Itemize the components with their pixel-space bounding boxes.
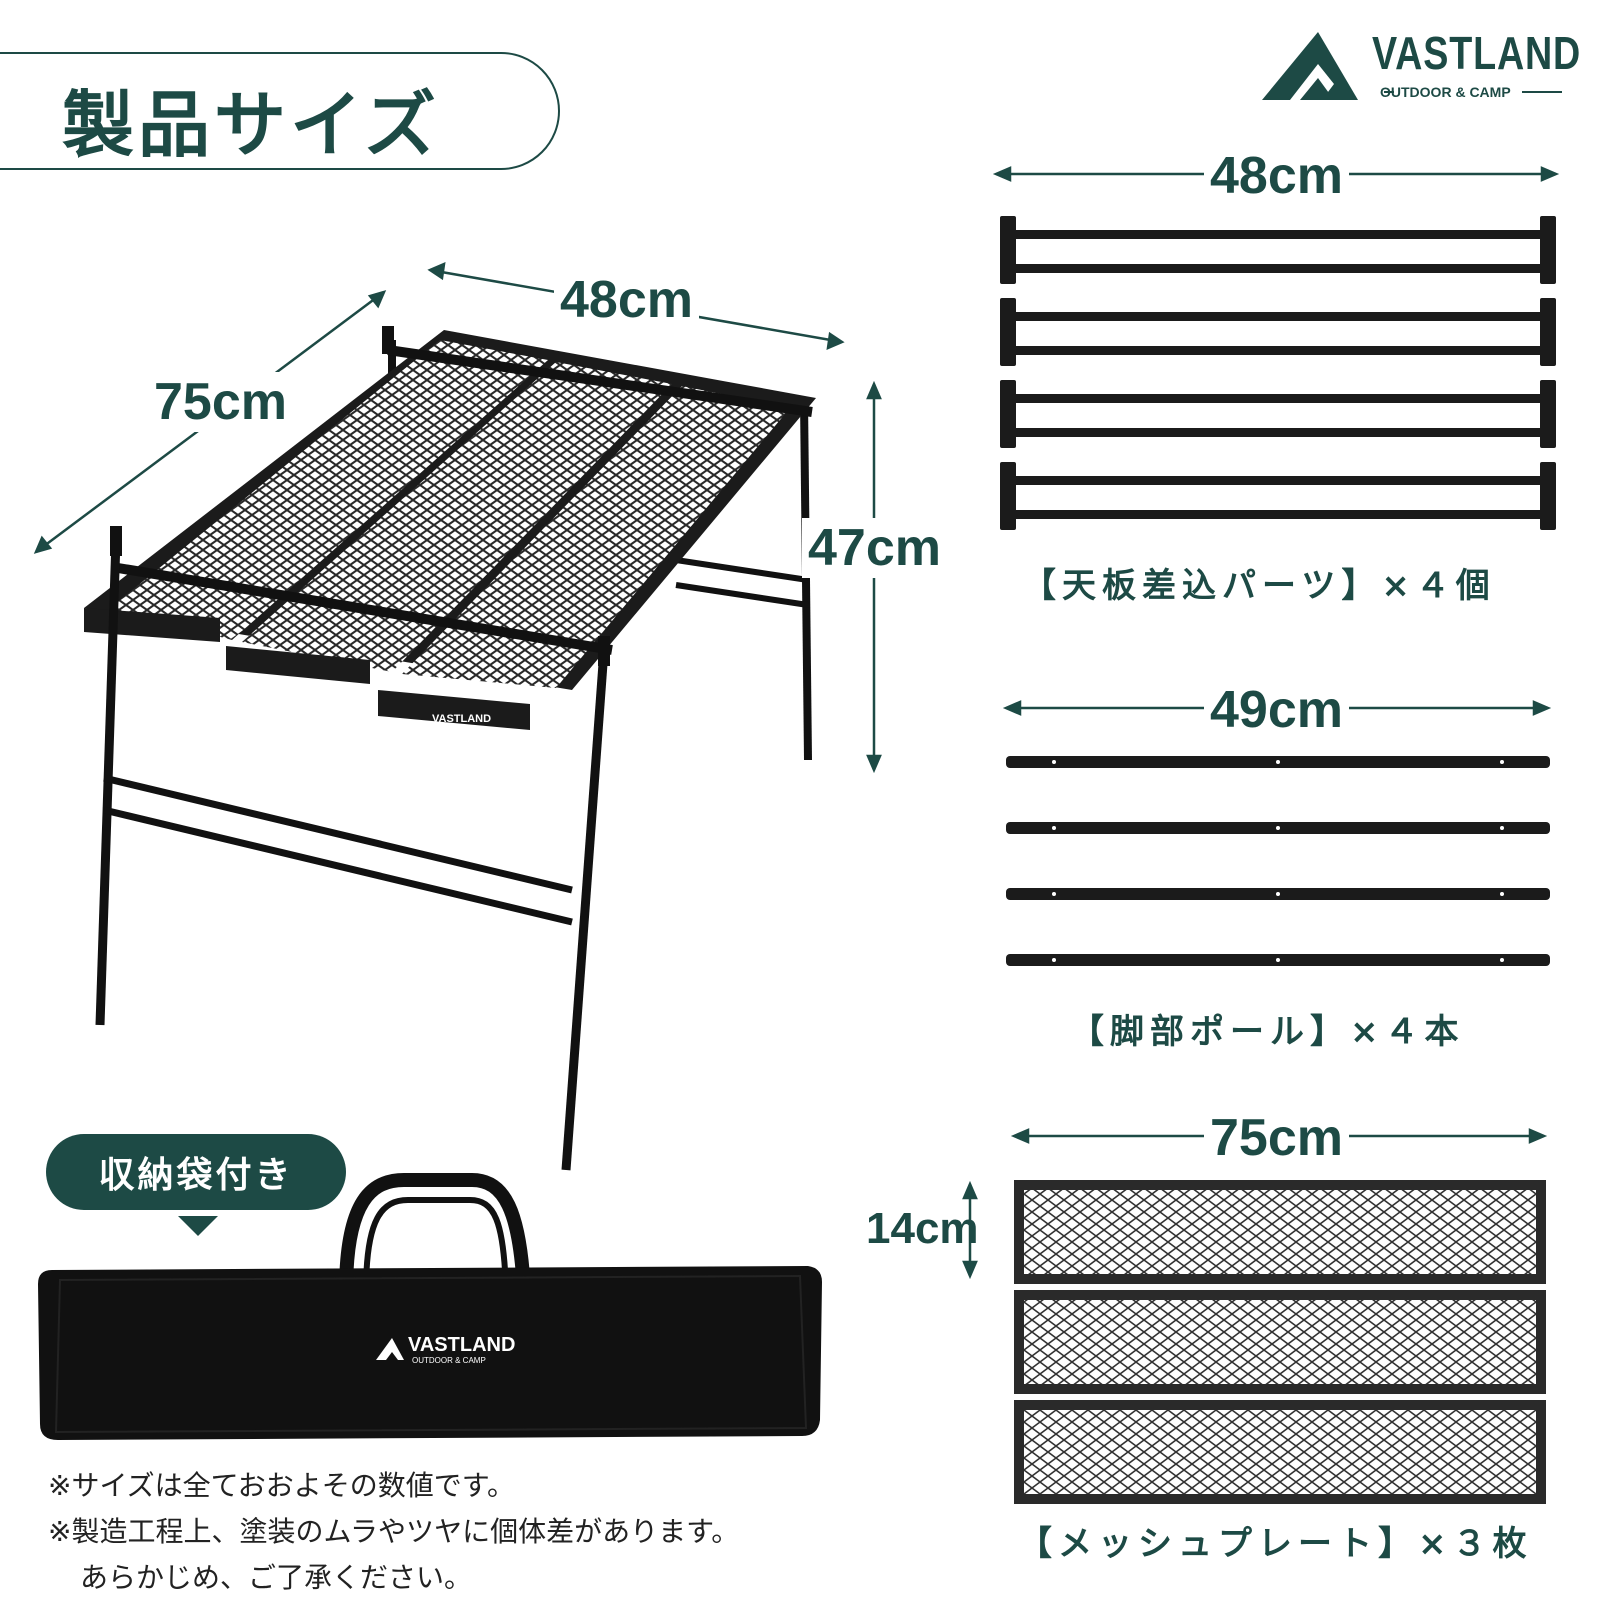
mesh-plate-length: 75cm [1204,1108,1349,1168]
leg-pole-caption: 【脚部ポール】×４本 [1070,1012,1465,1052]
table-width-label: 48cm [554,270,699,330]
svg-text:VASTLAND: VASTLAND [432,713,491,725]
mesh-plate-width: 14cm [866,1204,979,1253]
svg-text:VASTLAND: VASTLAND [130,641,189,653]
note-acknowledgement: あらかじめ、ご了承ください。 [80,1561,473,1594]
note-finish-variation: ※製造工程上、塗装のムラやツヤに個体差があります。 [48,1515,740,1548]
page-title: 製品サイズ [62,83,440,167]
storage-bag-badge: 収納袋付き [46,1134,346,1210]
svg-text:VASTLAND: VASTLAND [278,679,337,691]
bag-brand-tagline: OUTDOOR & CAMP [412,1356,486,1365]
bag-brand-name: VASTLAND [408,1334,516,1356]
note-approximate-size: ※サイズは全ておおよその数値です。 [48,1469,515,1502]
table-height-label: 47cm [802,518,947,578]
top-insert-caption: 【天板差込パーツ】×４個 [1022,566,1496,606]
mesh-plate-caption: 【メッシュプレート】×３枚 [1018,1524,1533,1564]
top-insert-dimension: 48cm [1204,146,1349,206]
brand-name: VASTLAND [1372,27,1582,79]
title-frame [0,52,560,170]
table-depth-label: 75cm [148,372,293,432]
brand-tagline: OUTDOOR & CAMP [1380,84,1511,100]
leg-pole-dimension: 49cm [1204,680,1349,740]
